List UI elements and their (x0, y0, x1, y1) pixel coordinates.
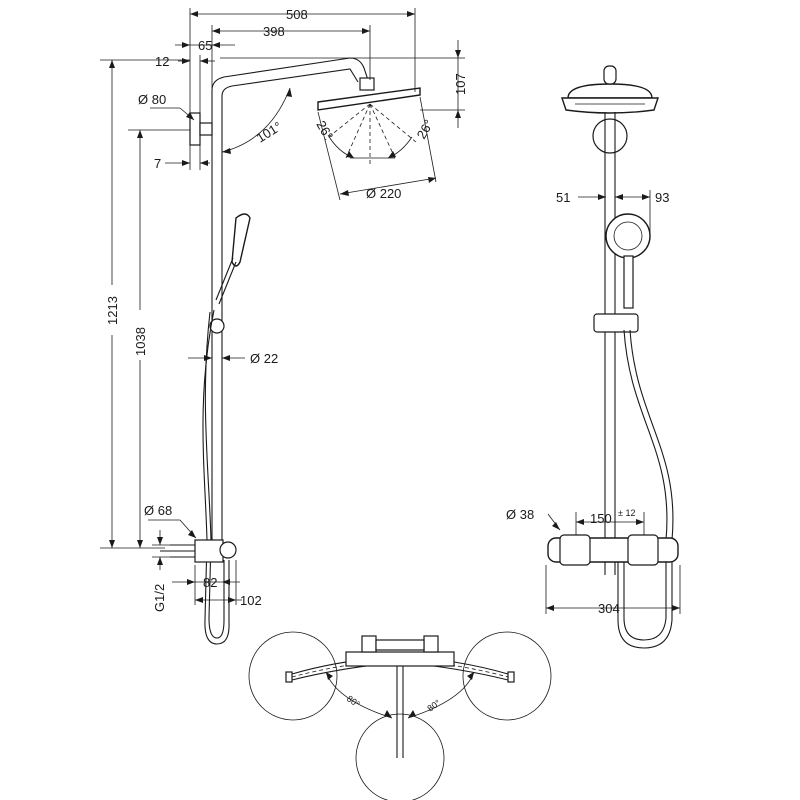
overhead-shower-disk (317, 87, 421, 111)
label-d80: Ø 80 (138, 92, 166, 107)
front-knob-right (627, 534, 659, 566)
dimension-labels: 508 398 65 12 107 Ø 80 101° 26° 26° 7 Ø … (105, 7, 669, 714)
label-80-right: 80° (425, 697, 442, 713)
label-d220: Ø 220 (366, 186, 401, 201)
label-1038: 1038 (133, 327, 148, 356)
front-wall-bracket (592, 118, 628, 154)
label-d68: Ø 68 (144, 503, 172, 518)
label-d38: Ø 38 (506, 507, 534, 522)
shower-hose (202, 309, 230, 645)
front-dimension-lines (545, 190, 681, 614)
label-26-left: 26° (313, 118, 336, 143)
label-398: 398 (263, 24, 285, 39)
label-51: 51 (556, 190, 570, 205)
hand-shower-handle (215, 257, 237, 305)
front-overhead-cap (603, 65, 617, 85)
label-93: 93 (655, 190, 669, 205)
label-150: 150 (590, 511, 612, 526)
label-d22: Ø 22 (250, 351, 278, 366)
top-thermostat (345, 651, 455, 667)
label-508: 508 (286, 7, 308, 22)
front-hand-shower-handle (623, 255, 634, 309)
label-304: 304 (598, 601, 620, 616)
label-1213: 1213 (105, 296, 120, 325)
front-hose (617, 329, 674, 649)
rotation-circle-right (462, 631, 552, 721)
head-connector (359, 77, 375, 91)
thermostat-knob (219, 541, 237, 559)
front-overhead-disk (561, 97, 659, 114)
label-102: 102 (240, 593, 262, 608)
thermostat-body (194, 539, 224, 563)
label-80-left: 80° (345, 693, 362, 709)
rotation-circle-bottom (355, 713, 445, 800)
label-107: 107 (453, 73, 468, 95)
label-82: 82 (203, 575, 217, 590)
front-slider (593, 313, 639, 333)
arm-center (396, 660, 404, 758)
front-view (547, 65, 679, 649)
side-dimension-lines (100, 8, 465, 605)
front-hand-shower (605, 213, 651, 259)
front-knob-left (559, 534, 591, 566)
label-12: 12 (155, 54, 169, 69)
wall-bracket-arm (199, 122, 213, 136)
label-101: 101° (254, 119, 285, 146)
side-view (160, 57, 421, 645)
label-7: 7 (154, 156, 161, 171)
slider (209, 318, 225, 334)
label-150-tolerance: ± 12 (618, 508, 635, 518)
top-view (248, 631, 552, 800)
rotation-circle-left (248, 631, 338, 721)
riser-pipe (211, 90, 223, 540)
hand-shower (231, 213, 251, 267)
label-65: 65 (198, 38, 212, 53)
front-overhead-top (567, 83, 653, 99)
label-26-right: 26° (414, 117, 437, 142)
label-g12: G1/2 (152, 584, 167, 612)
